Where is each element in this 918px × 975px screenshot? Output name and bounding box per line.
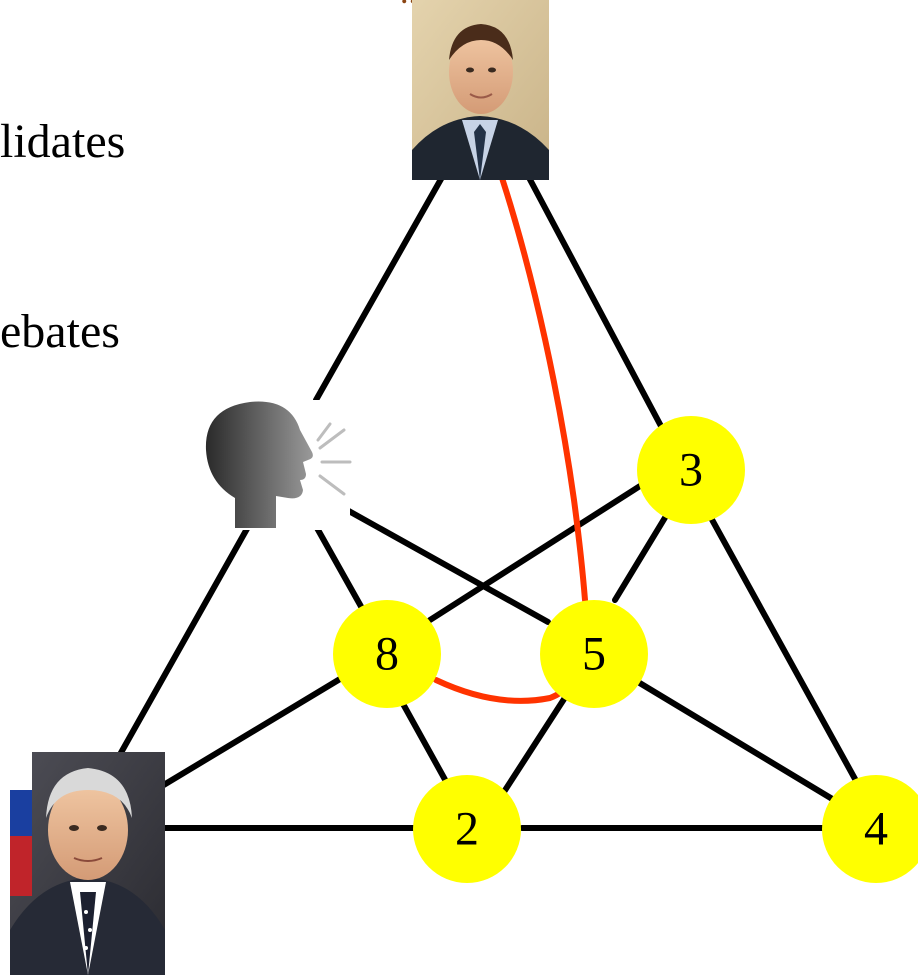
left-text-line-2: ebates	[0, 305, 120, 358]
edge-top-speaker	[313, 169, 448, 403]
bottom-left-portrait-photo	[10, 752, 165, 975]
edge-red-top-5	[499, 175, 588, 603]
node-3: 3	[637, 416, 745, 524]
node-2: 2	[413, 775, 521, 883]
node-5-label: 5	[582, 628, 606, 681]
edge-speaker-5	[344, 507, 551, 625]
node-5: 5	[540, 600, 648, 708]
edge-3-5	[612, 513, 669, 603]
edge-speaker-bottomleft	[115, 524, 251, 761]
speaking-head-icon	[200, 400, 352, 530]
node-3-label: 3	[679, 444, 703, 497]
node-8: 8	[333, 600, 441, 708]
node-4: 4	[822, 775, 918, 883]
node-4-label: 4	[864, 803, 888, 856]
edge-speaker-8	[314, 525, 366, 613]
edge-5-4	[635, 679, 837, 803]
edge-3-8	[427, 483, 643, 623]
edge-5-2	[497, 693, 569, 801]
edge-red-8-5	[433, 677, 570, 704]
edge-8-bottomleft	[159, 673, 348, 789]
top-portrait-photo	[412, 0, 549, 180]
edge-8-2	[399, 699, 451, 788]
node-2-label: 2	[455, 803, 479, 856]
left-text-line-1: lidates	[0, 115, 126, 168]
edge-3-4	[707, 513, 863, 791]
node-8-label: 8	[375, 628, 399, 681]
edge-top-3	[523, 169, 665, 431]
